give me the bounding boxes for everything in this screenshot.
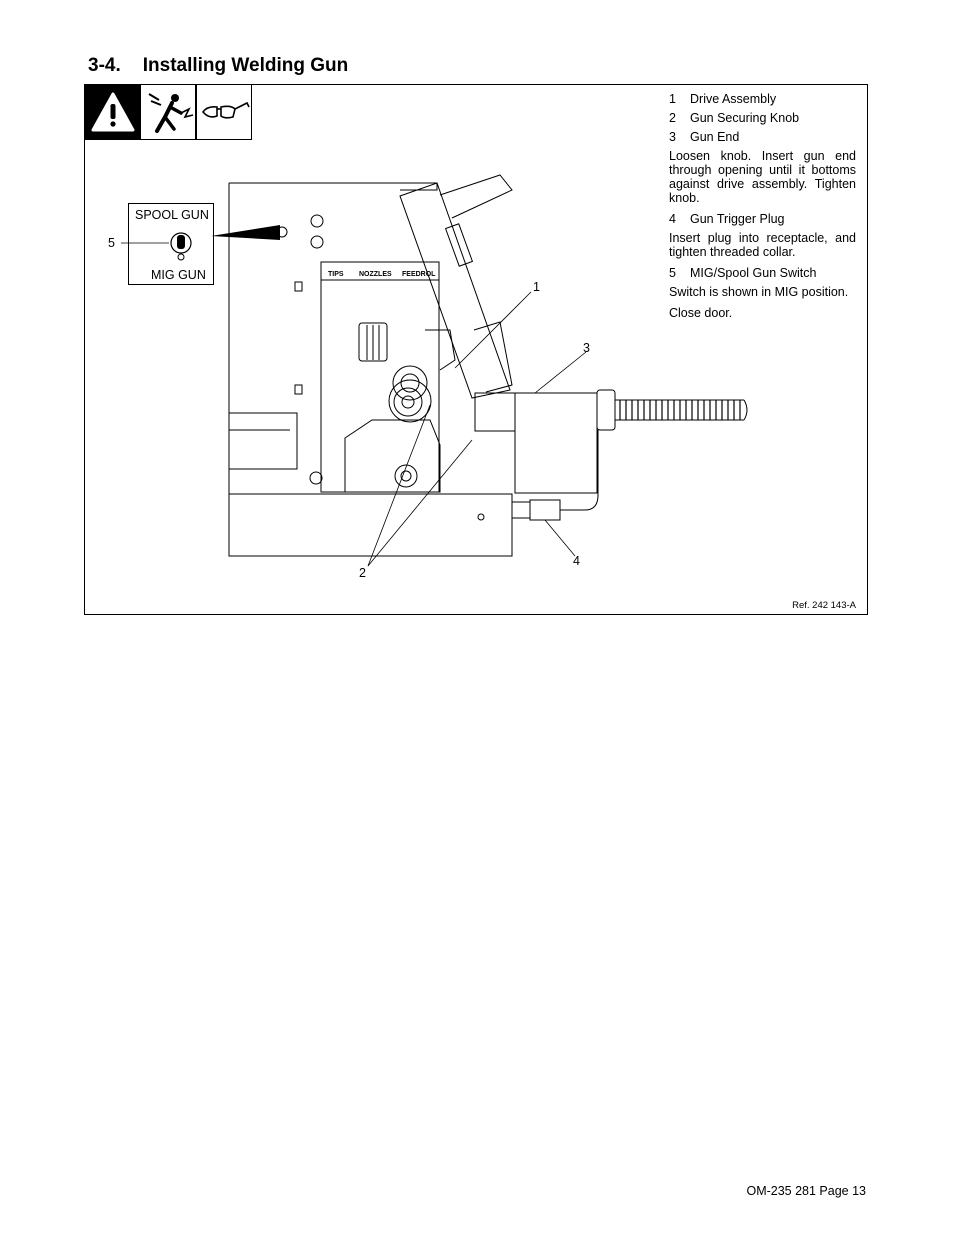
- legend-item-gun-trigger-plug: 4 Gun Trigger Plug: [669, 212, 785, 226]
- instruction-gun-end: Loosen knob. Insert gun end through open…: [669, 149, 856, 205]
- section-title: Installing Welding Gun: [142, 55, 349, 76]
- figure-frame: [84, 84, 868, 615]
- safety-glasses-icon: [196, 84, 252, 140]
- panel-label-nozzles: NOZZLES: [359, 271, 392, 278]
- instruction-close-door: Close door.: [669, 306, 733, 320]
- legend-item-switch: 5 MIG/Spool Gun Switch: [669, 266, 817, 280]
- section-heading: 3-4. Installing Welding Gun: [88, 55, 348, 77]
- warning-triangle-icon: [84, 84, 140, 140]
- switch-label-spool-gun: SPOOL GUN: [135, 208, 209, 222]
- panel-label-feedrol: FEEDROL: [402, 271, 436, 278]
- instruction-trigger-plug: Insert plug into receptacle, and tighten…: [669, 231, 856, 259]
- panel-label-tips: TIPS: [328, 271, 344, 278]
- callout-2: 2: [359, 566, 366, 580]
- instruction-switch: Switch is shown in MIG position.: [669, 285, 849, 299]
- switch-detail: SPOOL GUN MIG GUN: [128, 203, 214, 285]
- instructions: 1 Drive Assembly 2 Gun Securing Knob 3 G…: [669, 92, 856, 327]
- legend-item-drive-assembly: 1 Drive Assembly: [669, 92, 777, 106]
- electric-shock-icon: [140, 84, 196, 140]
- hazard-symbols: [84, 84, 252, 140]
- page-footer: OM-235 281 Page 13: [746, 1184, 866, 1198]
- callout-1: 1: [533, 280, 540, 294]
- legend-item-gun-end: 3 Gun End: [669, 130, 740, 144]
- welder-gun-installation-drawing: TIPS NOZZLES FEEDROL: [121, 174, 748, 567]
- figure-reference: Ref. 242 143-A: [792, 600, 856, 611]
- callout-5: 5: [108, 236, 115, 250]
- switch-label-mig-gun: MIG GUN: [151, 268, 206, 282]
- callout-4: 4: [573, 554, 580, 568]
- legend-item-gun-securing-knob: 2 Gun Securing Knob: [669, 111, 800, 125]
- callout-3: 3: [583, 341, 590, 355]
- section-number: 3-4.: [88, 55, 121, 76]
